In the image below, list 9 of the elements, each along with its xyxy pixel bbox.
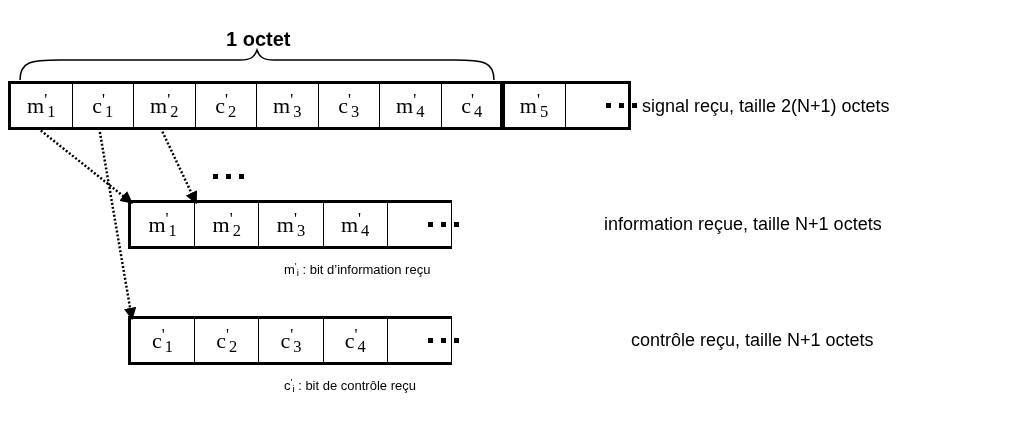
dotted-arrow	[159, 127, 198, 205]
dotted-arrow	[97, 127, 137, 321]
annotation-text: contrôle reçu, taille N+1 octets	[631, 329, 874, 352]
annotation-text: information reçue, taille N+1 octets	[604, 213, 882, 236]
dotted-arrow	[36, 127, 133, 204]
annotation-text: 1 octet	[226, 27, 291, 52]
annotation-text: signal reçu, taille 2(N+1) octets	[642, 95, 890, 118]
legend-note: c$^{'}$$_{i}$ : bit de contrôle reçu	[284, 376, 416, 396]
legend-note: m$^{'}$$_{i}$ : bit d’information reçu	[284, 260, 431, 280]
